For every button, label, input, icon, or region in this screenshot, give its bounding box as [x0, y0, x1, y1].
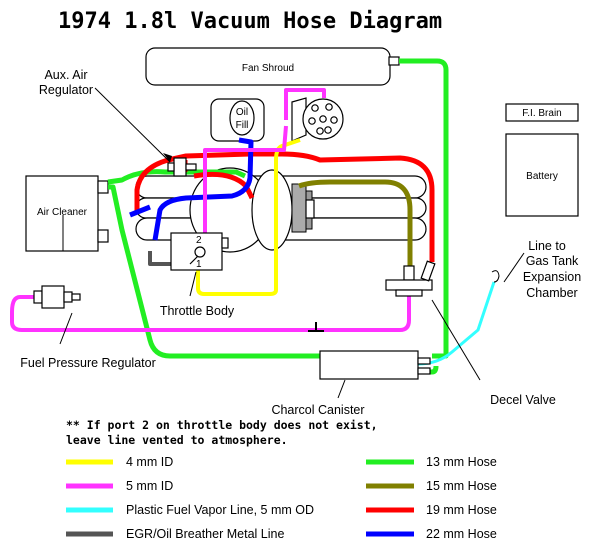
label-fuel-pressure-regulator: Fuel Pressure Regulator: [20, 356, 155, 370]
aux-air-regulator: [167, 157, 197, 177]
air-cleaner-label: Air Cleaner: [37, 207, 88, 218]
legend-label-7: 22 mm Hose: [426, 527, 497, 541]
label-gas-tank-2: Gas Tank: [526, 254, 579, 268]
legend-label-5: 15 mm Hose: [426, 479, 497, 493]
battery: Battery: [505, 133, 579, 217]
vapor-line-end: [491, 270, 500, 283]
legend-label-1: 5 mm ID: [126, 479, 173, 493]
legend-label-6: 19 mm Hose: [426, 503, 497, 517]
vacuum-tee: [308, 322, 324, 332]
throttle-body: 2 1: [170, 232, 229, 271]
oil-fill-label-2: Fill: [236, 120, 249, 131]
vapor-line: [417, 281, 496, 366]
hose-5mm-a: [203, 88, 326, 240]
leader-lines: [59, 87, 525, 399]
hose-5mm-b: [10, 295, 411, 332]
note-line-2: leave line vented to atmosphere.: [66, 433, 288, 447]
charcoal-canister: [319, 350, 431, 380]
oil-fill-label-1: Oil: [236, 107, 248, 118]
battery-label: Battery: [526, 171, 558, 182]
label-gas-tank-4: Chamber: [526, 286, 577, 300]
hose-13mm-a: [399, 58, 449, 359]
oil-fill: Oil Fill: [210, 98, 265, 142]
distributor: [291, 97, 344, 142]
label-gas-tank-3: Expansion: [523, 270, 581, 284]
fi-brain: F.I. Brain: [505, 103, 579, 122]
throttle-port-1: 1: [196, 259, 202, 270]
hose-22mm-a: [152, 137, 254, 241]
fan-shroud: Fan Shroud: [145, 47, 400, 86]
fi-brain-label: F.I. Brain: [522, 108, 561, 119]
egr-breather-line: [148, 251, 172, 266]
air-cleaner: Air Cleaner: [25, 175, 109, 252]
hose-15mm: [298, 179, 413, 268]
hose-19mm-a: [134, 151, 435, 262]
label-aux-air-2: Regulator: [39, 83, 93, 97]
arrow-aux-air: [163, 153, 172, 162]
label-aux-air-1: Aux. Air: [44, 68, 87, 82]
diagram-title: 1974 1.8l Vacuum Hose Diagram: [58, 9, 442, 34]
fuel-pressure-regulator: [33, 285, 81, 309]
fan-shroud-label: Fan Shroud: [242, 63, 294, 74]
legend-label-0: 4 mm ID: [126, 455, 173, 469]
throttle-port-2: 2: [196, 235, 202, 246]
legend: 4 mm ID 5 mm ID Plastic Fuel Vapor Line,…: [66, 455, 497, 541]
note-line-1: ** If port 2 on throttle body does not e…: [66, 418, 378, 432]
hose-13mm-d: [418, 365, 439, 375]
decel-valve: [385, 260, 436, 297]
hose-13mm-b: [108, 184, 320, 359]
legend-label-4: 13 mm Hose: [426, 455, 497, 469]
hose-22mm-b: [129, 204, 151, 218]
label-gas-tank-1: Line to: [528, 239, 566, 253]
legend-label-2: Plastic Fuel Vapor Line, 5 mm OD: [126, 503, 314, 517]
label-charcol-canister: Charcol Canister: [271, 403, 364, 417]
label-decel-valve: Decel Valve: [490, 393, 556, 407]
intake-manifold: [135, 167, 427, 253]
legend-label-3: EGR/Oil Breather Metal Line: [126, 527, 284, 541]
label-throttle-body: Throttle Body: [160, 304, 235, 318]
